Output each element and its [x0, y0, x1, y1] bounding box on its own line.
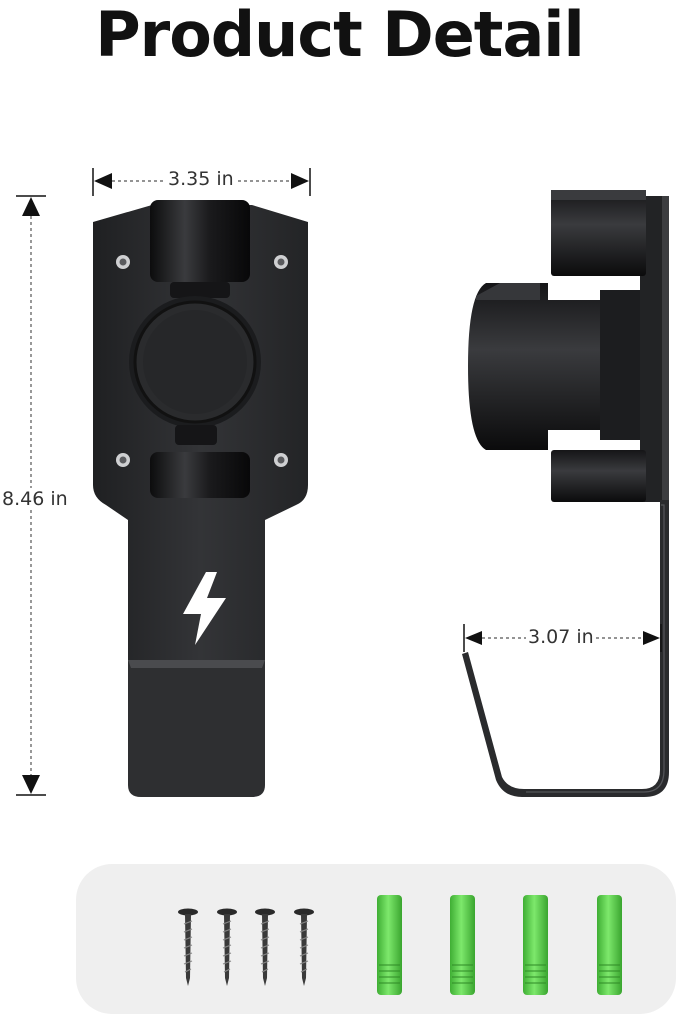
- width-dimension-label: 3.35 in: [166, 168, 236, 190]
- screw-icon: [178, 908, 198, 986]
- wall-anchor-icon: [597, 895, 622, 995]
- front-view-bracket: [93, 200, 308, 797]
- wall-anchor-icon: [523, 895, 548, 995]
- wall-anchors-group: [377, 895, 622, 995]
- lightning-bolt-icon: [183, 572, 226, 645]
- page-title: Product Detail: [95, 0, 585, 71]
- screws-group: [178, 908, 314, 986]
- depth-dimension-label: 3.07 in: [526, 626, 596, 648]
- height-dimension-line: [16, 195, 46, 796]
- screw-icon: [294, 908, 314, 986]
- hardware-tray: [76, 864, 676, 1014]
- wall-anchor-icon: [450, 895, 475, 995]
- screw-icon: [255, 908, 275, 986]
- screw-icon: [217, 908, 237, 986]
- wall-anchor-icon: [377, 895, 402, 995]
- side-view-bracket: [462, 190, 669, 797]
- height-dimension-label: 8.46 in: [0, 488, 70, 510]
